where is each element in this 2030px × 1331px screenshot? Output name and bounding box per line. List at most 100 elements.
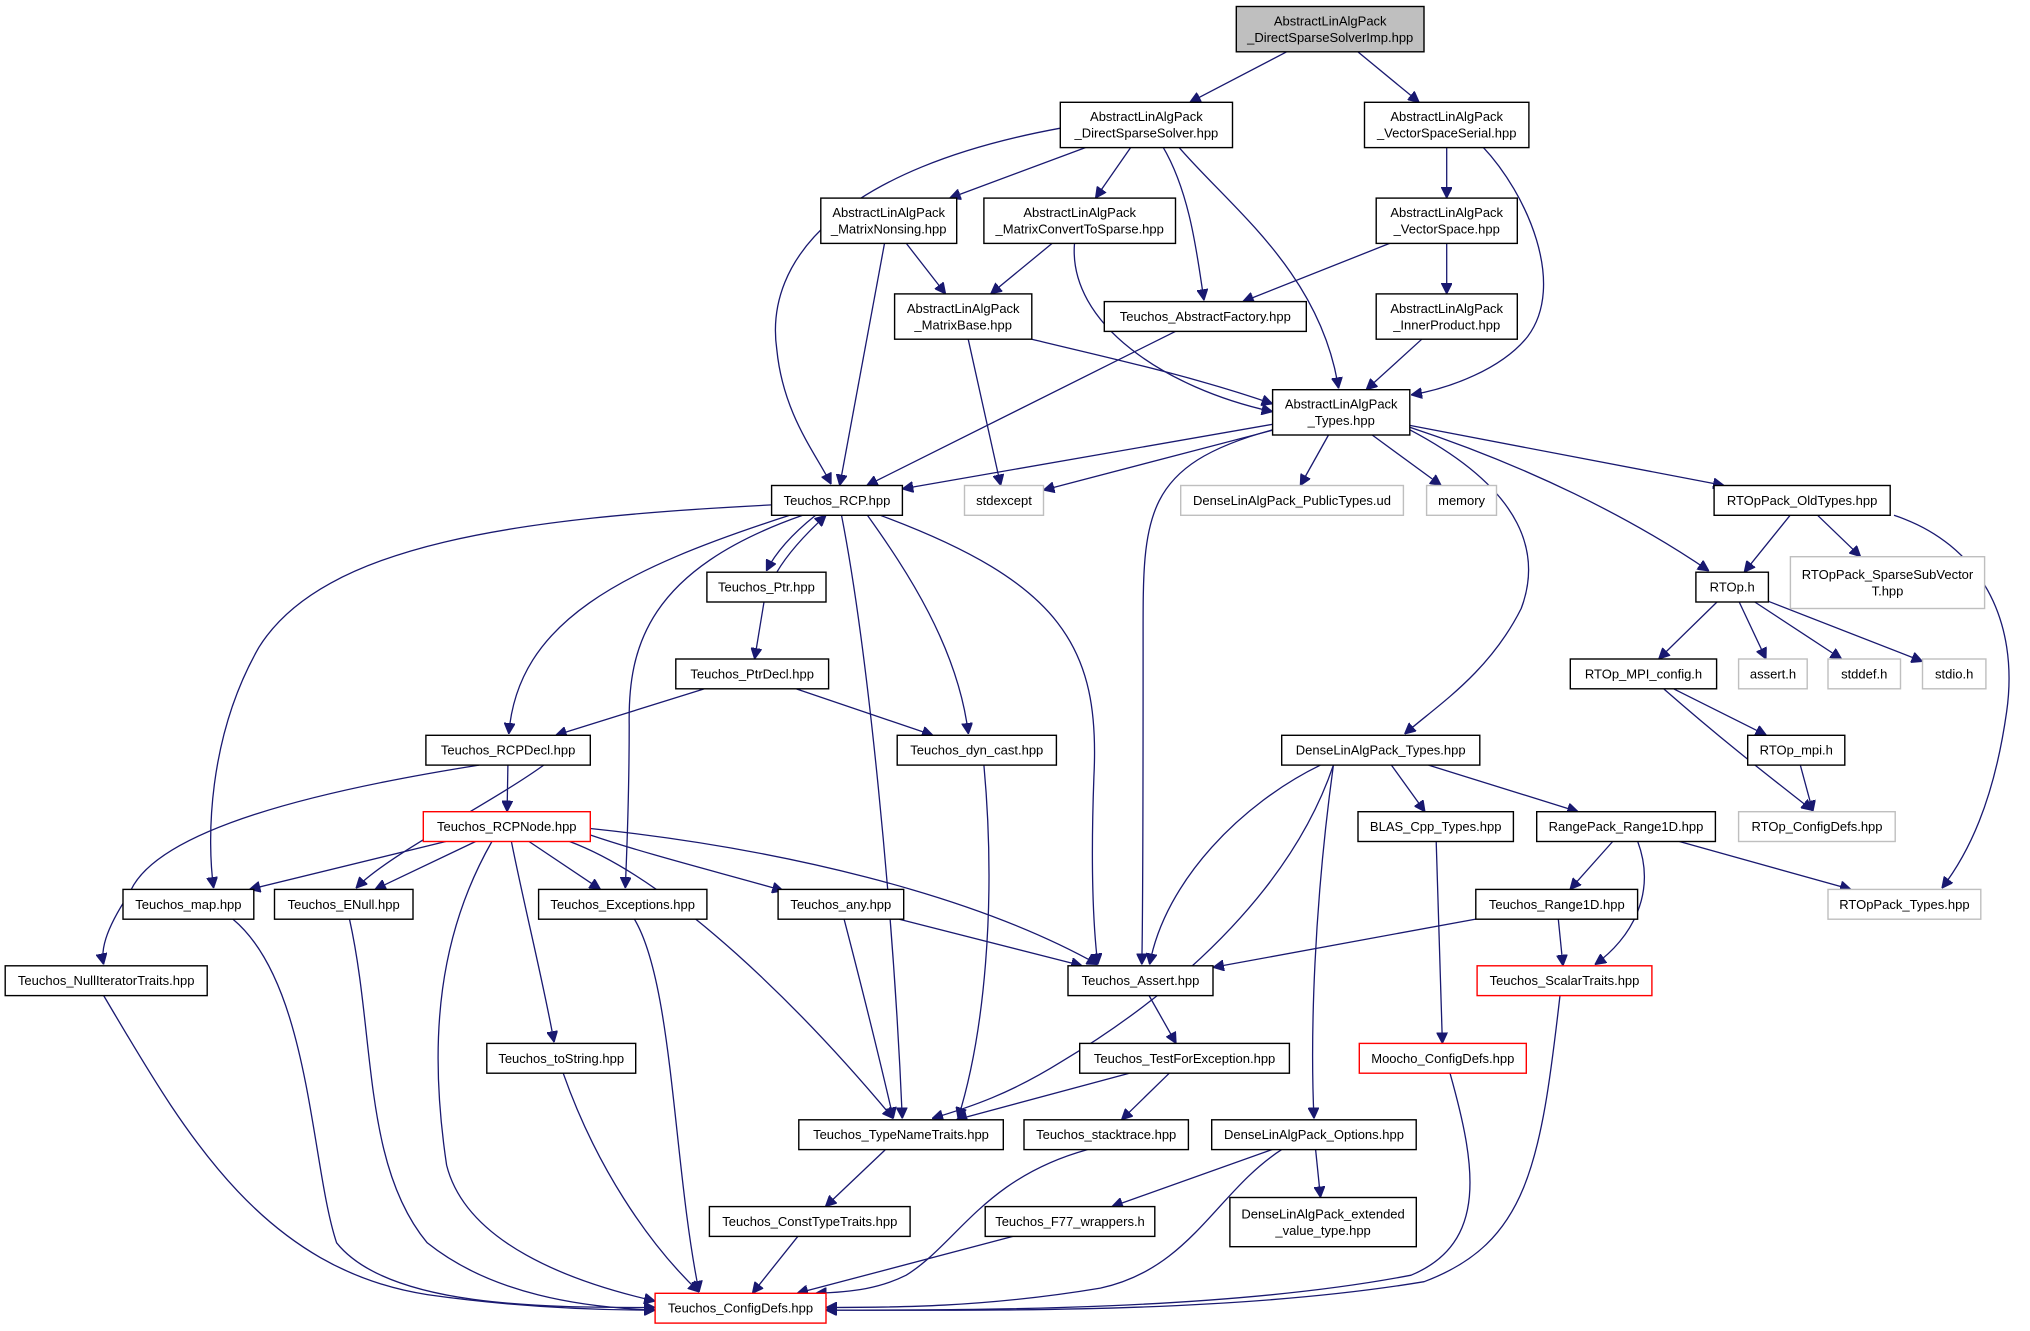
- node-mpicfg[interactable]: RTOp_MPI_config.h: [1569, 658, 1718, 690]
- node-box: [896, 734, 1058, 766]
- edge-enull-to-cfg: [348, 919, 656, 1310]
- node-rcp[interactable]: Teuchos_RCP.hpp: [770, 484, 904, 516]
- node-box: [1103, 300, 1308, 333]
- node-tostring[interactable]: Teuchos_toString.hpp: [486, 1042, 637, 1074]
- edge-rcpnode-to-cfg: [437, 841, 655, 1302]
- node-label: _MatrixNonsing.hpp: [830, 222, 947, 237]
- node-ctt[interactable]: Teuchos_ConstTypeTraits.hpp: [708, 1205, 911, 1238]
- node-cfg[interactable]: Teuchos_ConfigDefs.hpp: [654, 1292, 827, 1324]
- node-label: AbstractLinAlgPack: [907, 301, 1020, 316]
- node-range1d[interactable]: RangePack_Range1D.hpp: [1535, 811, 1717, 843]
- node-label: stddef.h: [1841, 666, 1887, 681]
- node-box: [122, 888, 255, 920]
- node-scalar[interactable]: Teuchos_ScalarTraits.hpp: [1476, 965, 1653, 997]
- node-dlptypes[interactable]: DenseLinAlgPack_Types.hpp: [1280, 734, 1481, 766]
- edge-vs-to-taf: [1243, 242, 1390, 301]
- node-trange[interactable]: Teuchos_Range1D.hpp: [1475, 888, 1639, 920]
- node-label: _MatrixBase.hpp: [913, 317, 1012, 332]
- node-f77[interactable]: Teuchos_F77_wrappers.h: [984, 1205, 1156, 1238]
- node-label: Teuchos_TypeNameTraits.hpp: [813, 1127, 989, 1142]
- node-any[interactable]: Teuchos_any.hpp: [777, 888, 905, 920]
- node-rcpnode[interactable]: Teuchos_RCPNode.hpp: [422, 811, 591, 843]
- edge-ptrdecl-to-dyncast: [795, 688, 933, 736]
- node-label: _value_type.hpp: [1274, 1223, 1370, 1238]
- node-box: [1569, 658, 1718, 690]
- node-dyncast[interactable]: Teuchos_dyn_cast.hpp: [896, 734, 1058, 766]
- node-ptrdecl[interactable]: Teuchos_PtrDecl.hpp: [675, 658, 830, 690]
- node-dss[interactable]: AbstractLinAlgPack_DirectSparseSolver.hp…: [1059, 101, 1234, 149]
- node-label: _VectorSpaceSerial.hpp: [1376, 126, 1516, 141]
- node-dlpopt[interactable]: DenseLinAlgPack_Options.hpp: [1210, 1119, 1417, 1151]
- node-box: [1375, 197, 1518, 245]
- edge-any-to-tnt: [843, 919, 893, 1118]
- edge-ptr-to-ptrdecl: [755, 601, 765, 659]
- node-box: [1713, 484, 1891, 516]
- node-box: [1179, 484, 1405, 516]
- node-ip[interactable]: AbstractLinAlgPack_InnerProduct.hpp: [1375, 293, 1518, 340]
- edge-root-to-dss: [1190, 51, 1288, 103]
- node-box: [1475, 888, 1639, 920]
- node-rcpdecl[interactable]: Teuchos_RCPDecl.hpp: [425, 734, 591, 766]
- node-rtcfg[interactable]: RTOp_ConfigDefs.hpp: [1737, 811, 1896, 843]
- node-box: [1023, 1119, 1190, 1151]
- edge-f77-to-cfg: [797, 1235, 1014, 1293]
- node-box: [820, 197, 958, 245]
- node-label: Teuchos_RCPNode.hpp: [437, 819, 576, 834]
- node-box: [1737, 658, 1808, 690]
- edge-rcpnode-to-any: [590, 834, 783, 891]
- edge-rtold-to-rtoph: [1744, 514, 1791, 572]
- node-rtold[interactable]: RTOpPack_OldTypes.hpp: [1713, 484, 1891, 516]
- node-label: Teuchos_RCP.hpp: [784, 493, 891, 508]
- node-blas[interactable]: BLAS_Cpp_Types.hpp: [1357, 811, 1515, 843]
- node-taf[interactable]: Teuchos_AbstractFactory.hpp: [1103, 300, 1308, 333]
- node-memory[interactable]: memory: [1425, 484, 1498, 516]
- node-box: [770, 484, 904, 516]
- node-mns[interactable]: AbstractLinAlgPack_MatrixNonsing.hpp: [820, 197, 958, 245]
- edge-mcts-to-mb: [991, 242, 1053, 294]
- node-root[interactable]: AbstractLinAlgPack_DirectSparseSolverImp…: [1235, 5, 1425, 53]
- node-vs[interactable]: AbstractLinAlgPack_VectorSpace.hpp: [1375, 197, 1518, 245]
- edge-taf-to-rcp: [867, 330, 1176, 487]
- node-box: [1358, 1042, 1528, 1074]
- node-mb[interactable]: AbstractLinAlgPack_MatrixBase.hpp: [893, 293, 1033, 340]
- edge-tassert-to-tfe: [1148, 995, 1176, 1044]
- node-stack[interactable]: Teuchos_stacktrace.hpp: [1023, 1119, 1190, 1151]
- node-tassert[interactable]: Teuchos_Assert.hpp: [1067, 965, 1214, 997]
- node-rttypes[interactable]: RTOpPack_Types.hpp: [1827, 888, 1982, 920]
- node-label: _MatrixConvertToSparse.hpp: [995, 222, 1164, 237]
- edge-dlptypes-to-range1d: [1428, 764, 1579, 812]
- node-ptr[interactable]: Teuchos_Ptr.hpp: [706, 571, 827, 603]
- node-exceptions[interactable]: Teuchos_Exceptions.hpp: [537, 888, 708, 920]
- node-nit[interactable]: Teuchos_NullIteratorTraits.hpp: [4, 965, 208, 997]
- edge-mb-to-types: [1031, 338, 1273, 404]
- node-tnt[interactable]: Teuchos_TypeNameTraits.hpp: [798, 1119, 1004, 1151]
- node-box: [1357, 811, 1515, 843]
- node-stdexcept[interactable]: stdexcept: [963, 484, 1045, 516]
- node-tfe[interactable]: Teuchos_TestForException.hpp: [1078, 1042, 1291, 1074]
- node-enull[interactable]: Teuchos_ENull.hpp: [273, 888, 414, 920]
- node-mcts[interactable]: AbstractLinAlgPack_MatrixConvertToSparse…: [983, 197, 1177, 245]
- node-stdio[interactable]: stdio.h: [1921, 658, 1987, 690]
- node-rtmpi[interactable]: RTOp_mpi.h: [1746, 734, 1846, 766]
- node-moocho[interactable]: Moocho_ConfigDefs.hpp: [1358, 1042, 1528, 1074]
- node-dlpext[interactable]: DenseLinAlgPack_extended_value_type.hpp: [1229, 1196, 1418, 1248]
- node-vss[interactable]: AbstractLinAlgPack_VectorSpaceSerial.hpp: [1363, 101, 1530, 149]
- edge-rcpnode-to-tassert: [590, 827, 1098, 965]
- node-dlpud[interactable]: DenseLinAlgPack_PublicTypes.ud: [1179, 484, 1405, 516]
- node-rtoph[interactable]: RTOp.h: [1695, 571, 1770, 603]
- node-box: [1229, 1196, 1418, 1248]
- node-asserth[interactable]: assert.h: [1737, 658, 1808, 690]
- node-stddef[interactable]: stddef.h: [1827, 658, 1902, 690]
- node-label: AbstractLinAlgPack: [1390, 205, 1503, 220]
- node-box: [1827, 658, 1902, 690]
- node-label: _InnerProduct.hpp: [1392, 317, 1500, 332]
- node-types[interactable]: AbstractLinAlgPack_Types.hpp: [1271, 389, 1411, 436]
- edge-rtmpi-to-rtcfg: [1799, 764, 1813, 812]
- node-label: RTOp_MPI_config.h: [1585, 666, 1702, 681]
- node-map[interactable]: Teuchos_map.hpp: [122, 888, 255, 920]
- edge-dlptypes-to-dlpopt: [1313, 765, 1335, 1118]
- edge-dlptypes-to-tassert: [1150, 764, 1321, 964]
- node-box: [1280, 734, 1481, 766]
